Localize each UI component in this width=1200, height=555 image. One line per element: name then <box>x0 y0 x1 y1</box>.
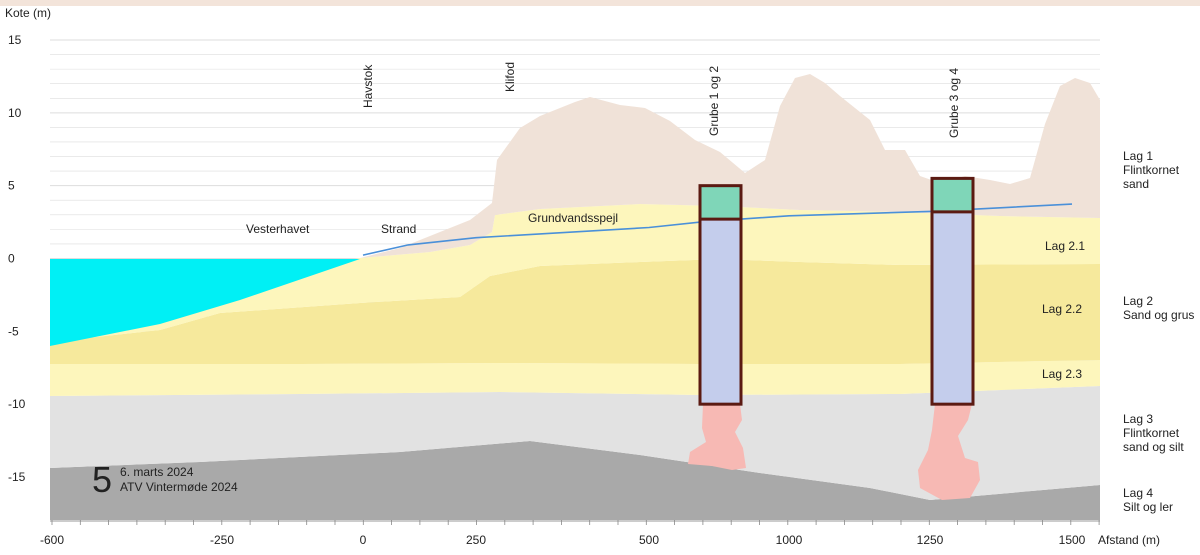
label-grube-3-og-4: Grube 3 og 4 <box>947 68 961 138</box>
x-tick-label: 1250 <box>917 533 944 547</box>
pit-border <box>930 176 975 406</box>
layer-legend-line: Sand og grus <box>1123 308 1194 322</box>
label-lag-2-1: Lag 2.1 <box>1045 239 1085 253</box>
layer-legend-line: Lag 2 <box>1123 294 1153 308</box>
layer-legend-line: Flintkornet <box>1123 163 1180 177</box>
layer-2-3 <box>50 360 1100 396</box>
x-tick-label: 1500 <box>1059 533 1086 547</box>
layer-4-clay <box>50 441 1100 520</box>
x-tick-label: 500 <box>639 533 659 547</box>
layer-legend-line: sand og silt <box>1123 440 1184 454</box>
label-strand: Strand <box>381 222 416 236</box>
label-lag-2-2: Lag 2.2 <box>1042 302 1082 316</box>
label-grube-1-og-2: Grube 1 og 2 <box>707 66 721 136</box>
x-tick-label: 0 <box>360 533 367 547</box>
y-tick-label: 5 <box>8 179 15 193</box>
x-tick-label: 250 <box>466 533 486 547</box>
y-tick-label: 10 <box>8 106 22 120</box>
pit-border <box>698 184 743 406</box>
pit-column <box>930 176 975 406</box>
pits <box>698 176 975 406</box>
y-tick-label: -15 <box>8 470 26 484</box>
label-grundvandsspejl: Grundvandsspejl <box>528 211 618 225</box>
y-axis-ticks: 15 10 5 0 -5 -10 -15 <box>8 33 26 484</box>
label-klifod: Klifod <box>503 62 517 92</box>
y-tick-label: 15 <box>8 33 22 47</box>
y-tick-label: -5 <box>8 324 19 338</box>
plume-grube-1-2 <box>688 404 746 470</box>
y-tick-label: -10 <box>8 397 26 411</box>
page-number: 5 <box>92 459 113 500</box>
plume-grube-3-4 <box>918 404 980 500</box>
y-axis-title: Kote (m) <box>5 6 51 20</box>
layer-3-silt <box>50 386 1100 500</box>
pit-top-fill <box>700 185 741 220</box>
x-tick-label: 1000 <box>776 533 803 547</box>
layer-legend-line: Flintkornet <box>1123 426 1180 440</box>
layer-2-1 <box>50 204 1100 342</box>
groundwater-line <box>362 203 1073 256</box>
footer-date: 6. marts 2024 <box>120 465 194 479</box>
layer-legend-line: Silt og ler <box>1123 500 1173 514</box>
layer-2-2 <box>50 259 1100 364</box>
slide-footer: 5 6. marts 2024 ATV Vintermøde 2024 <box>92 462 238 498</box>
x-axis-ticks: -600 -250 0 250 500 1000 1250 1500 <box>40 533 1086 547</box>
sea-vesterhavet <box>50 259 360 346</box>
footer-event: ATV Vintermøde 2024 <box>120 480 238 494</box>
x-tick-label: -600 <box>40 533 64 547</box>
footer-text: 6. marts 2024 ATV Vintermøde 2024 <box>120 465 238 495</box>
layer-legend-line: Lag 1 <box>1123 149 1153 163</box>
layer-legend-line: Lag 3 <box>1123 412 1153 426</box>
layer-legend-line: Lag 4 <box>1123 486 1153 500</box>
pit-top-fill <box>932 178 973 212</box>
pit-body-fill <box>700 219 741 405</box>
label-havstok: Havstok <box>361 64 375 108</box>
pit-body-fill <box>932 211 973 405</box>
y-tick-label: 0 <box>8 252 15 266</box>
x-tick-label: -250 <box>210 533 234 547</box>
x-axis-title: Afstand (m) <box>1098 533 1160 547</box>
top-band <box>0 0 1200 6</box>
layer-legend-line: sand <box>1123 177 1149 191</box>
label-vesterhavet: Vesterhavet <box>246 222 310 236</box>
label-lag-2-3: Lag 2.3 <box>1042 367 1082 381</box>
pit-column <box>698 184 743 406</box>
